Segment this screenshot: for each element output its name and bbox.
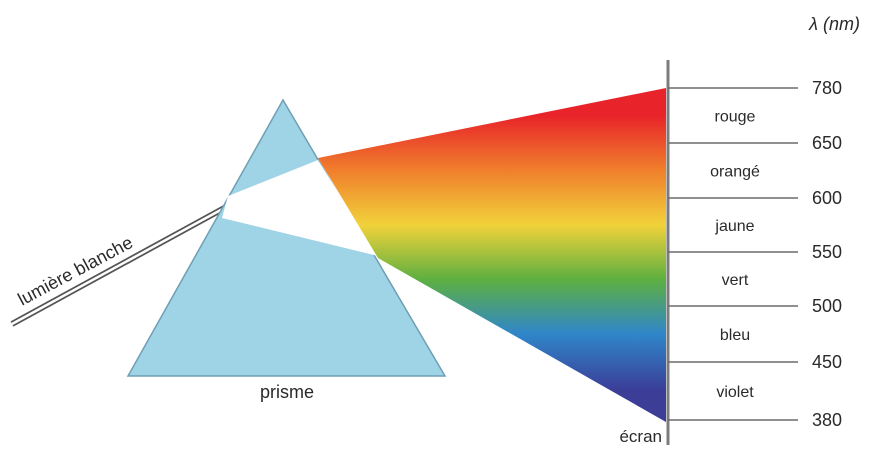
prism-label: prisme [260,382,314,402]
unit-label: λ (nm) [808,14,860,34]
screen-ticks [668,88,798,420]
band-name-2: jaune [714,218,754,235]
wavelength-label: 780 [812,78,842,98]
band-name-4: bleu [720,327,750,344]
wavelength-label: 380 [812,410,842,430]
wavelength-label: 500 [812,296,842,316]
wavelength-labels: 780 650 600 550 500 450 380 [812,78,842,430]
band-name-5: violet [716,384,754,401]
wavelength-label: 450 [812,352,842,372]
band-name-1: orangé [710,164,760,181]
band-name-0: rouge [715,109,756,126]
screen-label: écran [619,427,662,446]
wavelength-label: 550 [812,242,842,262]
band-names: rouge orangé jaune vert bleu violet [710,109,760,402]
band-name-3: vert [722,272,749,289]
wavelength-label: 600 [812,188,842,208]
wavelength-label: 650 [812,133,842,153]
white-light-label: lumière blanche [14,232,136,309]
